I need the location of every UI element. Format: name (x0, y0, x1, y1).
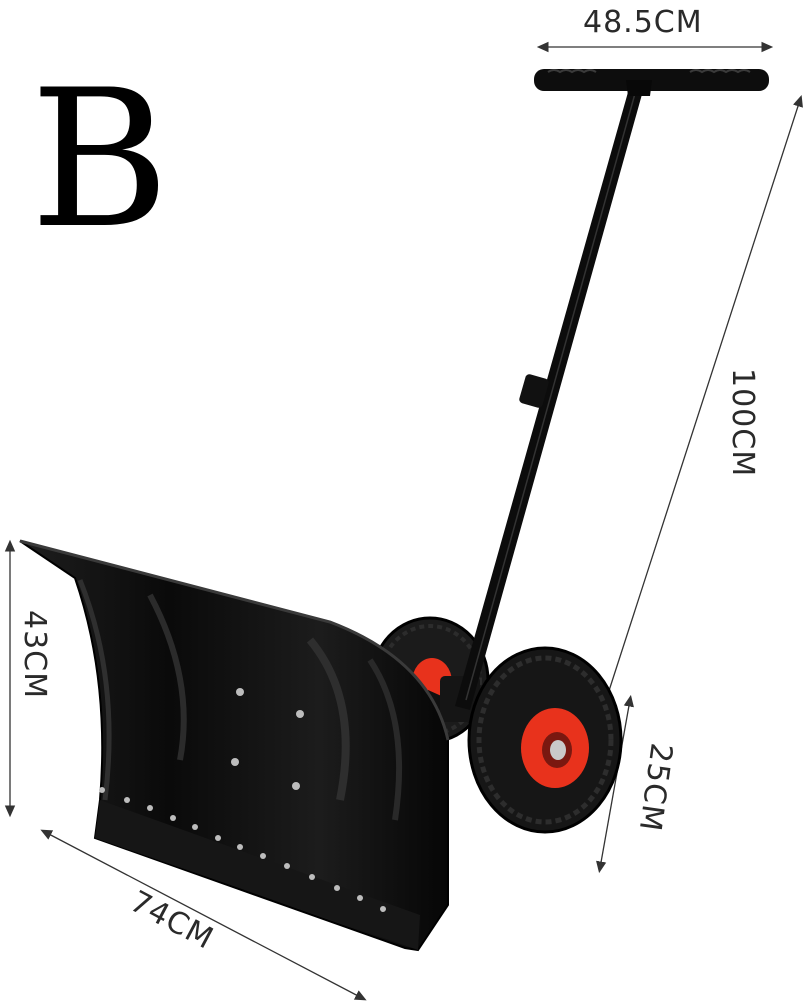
handle-width-label: 48.5CM (583, 5, 703, 40)
t-grip (534, 69, 769, 96)
dimension-lines (4, 41, 803, 1001)
variant-label: B (30, 49, 170, 270)
blade-width-label: 74CM (124, 884, 219, 957)
blade-height-label: 43CM (17, 610, 52, 699)
front-wheel (467, 646, 623, 834)
blade-width-line (40, 829, 367, 1001)
total-height-label: 100CM (725, 368, 760, 477)
total-height-line (603, 95, 803, 705)
wheel-diameter-line (596, 694, 634, 874)
snow-shovel (19, 69, 769, 952)
blade (19, 539, 450, 952)
wheel-diameter-label: 25CM (632, 741, 679, 834)
